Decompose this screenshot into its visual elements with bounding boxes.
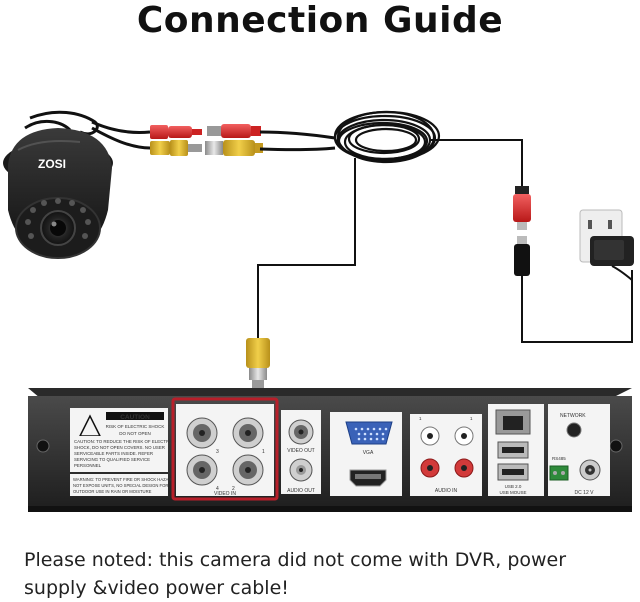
- connection-diagram: ZOSI: [3, 110, 634, 512]
- port-number: 4: [216, 486, 219, 492]
- svg-text:PERSONNEL: PERSONNEL: [74, 463, 102, 468]
- svg-text:SHOCK, DO NOT OPEN COVERS. NO: SHOCK, DO NOT OPEN COVERS. NO USER: [74, 445, 165, 450]
- camera-brand: ZOSI: [38, 157, 66, 171]
- warning-text: WARNING: TO PREVENT FIRE OR SHOCK HAZARD…: [70, 474, 184, 496]
- bnc-port-4: [232, 454, 264, 486]
- svg-text:WARNING: TO PREVENT FIRE OR SH: WARNING: TO PREVENT FIRE OR SHOCK HAZARD…: [73, 477, 184, 482]
- dome-camera: ZOSI: [3, 110, 113, 259]
- av-out-panel: VIDEO OUT AUDIO OUT: [281, 410, 321, 494]
- vga-label: VGA: [363, 450, 374, 456]
- svg-text:OUTDOOR USE IN RAIN OR MOISTUR: OUTDOOR USE IN RAIN OR MOISTURE: [73, 489, 152, 494]
- disclaimer-note: Please noted: this camera did not come w…: [24, 549, 567, 599]
- cable-power-connector: [207, 124, 261, 138]
- video-out-label: VIDEO OUT: [287, 448, 315, 454]
- svg-text:SERVICING TO QUALIFIED SERVICE: SERVICING TO QUALIFIED SERVICE: [74, 457, 150, 462]
- svg-text:1: 1: [419, 416, 422, 421]
- camera-video-connector: [150, 140, 202, 156]
- video-in-label: VIDEO IN: [214, 491, 236, 497]
- bnc-port-3: [186, 454, 218, 486]
- port-number: 1: [262, 449, 265, 455]
- svg-text:NOT EXPOSE UNITS, NO SPECIAL D: NOT EXPOSE UNITS, NO SPECIAL DESIGN FOR: [73, 483, 168, 488]
- svg-text:SERVICEABLE PARTS INSIDE. REFE: SERVICEABLE PARTS INSIDE. REFER: [74, 451, 153, 456]
- cable-coil: [333, 110, 441, 164]
- caution-text: CAUTION: TO REDUCE THE RISK OF ELECTRICA…: [70, 436, 179, 472]
- video-in-panel: 3 1 4 2 VIDEO IN: [176, 404, 274, 497]
- power-extension-connector: [513, 186, 531, 230]
- svg-text:1: 1: [470, 416, 473, 421]
- page-title: Connection Guide: [136, 0, 504, 41]
- audio-out-label: AUDIO OUT: [287, 488, 315, 494]
- video-in-highlight: [171, 397, 279, 501]
- camera-power-connector: [150, 125, 202, 139]
- bnc-port-1: [186, 417, 218, 449]
- vga-hdmi-panel: VGA: [330, 412, 402, 496]
- svg-text:DO NOT OPEN: DO NOT OPEN: [119, 431, 150, 436]
- cable-video-connector: [205, 140, 263, 156]
- svg-text:RS485: RS485: [552, 456, 566, 461]
- bnc-port-2: [232, 417, 264, 449]
- network-label: NETWORK: [560, 413, 586, 419]
- audio-in-label: AUDIO IN: [435, 488, 458, 494]
- port-number: 2: [232, 486, 235, 492]
- svg-text:RISK OF ELECTRIC SHOCK: RISK OF ELECTRIC SHOCK: [106, 424, 165, 429]
- video-input-plug: [246, 338, 270, 392]
- power-adapter: [590, 236, 634, 266]
- network-usb-panel: USB 2.0 USB MOUSE: [488, 404, 544, 496]
- usb-label: USB 2.0: [505, 484, 522, 489]
- svg-text:CAUTION: CAUTION: [120, 414, 150, 421]
- dc-label: DC 12 V: [575, 490, 595, 496]
- port-number: 3: [216, 449, 219, 455]
- usb-mouse-label: USB MOUSE: [499, 490, 526, 495]
- power-adapter-plug: [514, 236, 530, 276]
- svg-text:CAUTION: TO REDUCE THE RISK OF: CAUTION: TO REDUCE THE RISK OF ELECTRICA…: [74, 439, 179, 444]
- audio-in-panel: 1 1 AUDIO IN: [410, 414, 482, 496]
- power-panel: NETWORK RS485 DC 12 V: [548, 404, 610, 496]
